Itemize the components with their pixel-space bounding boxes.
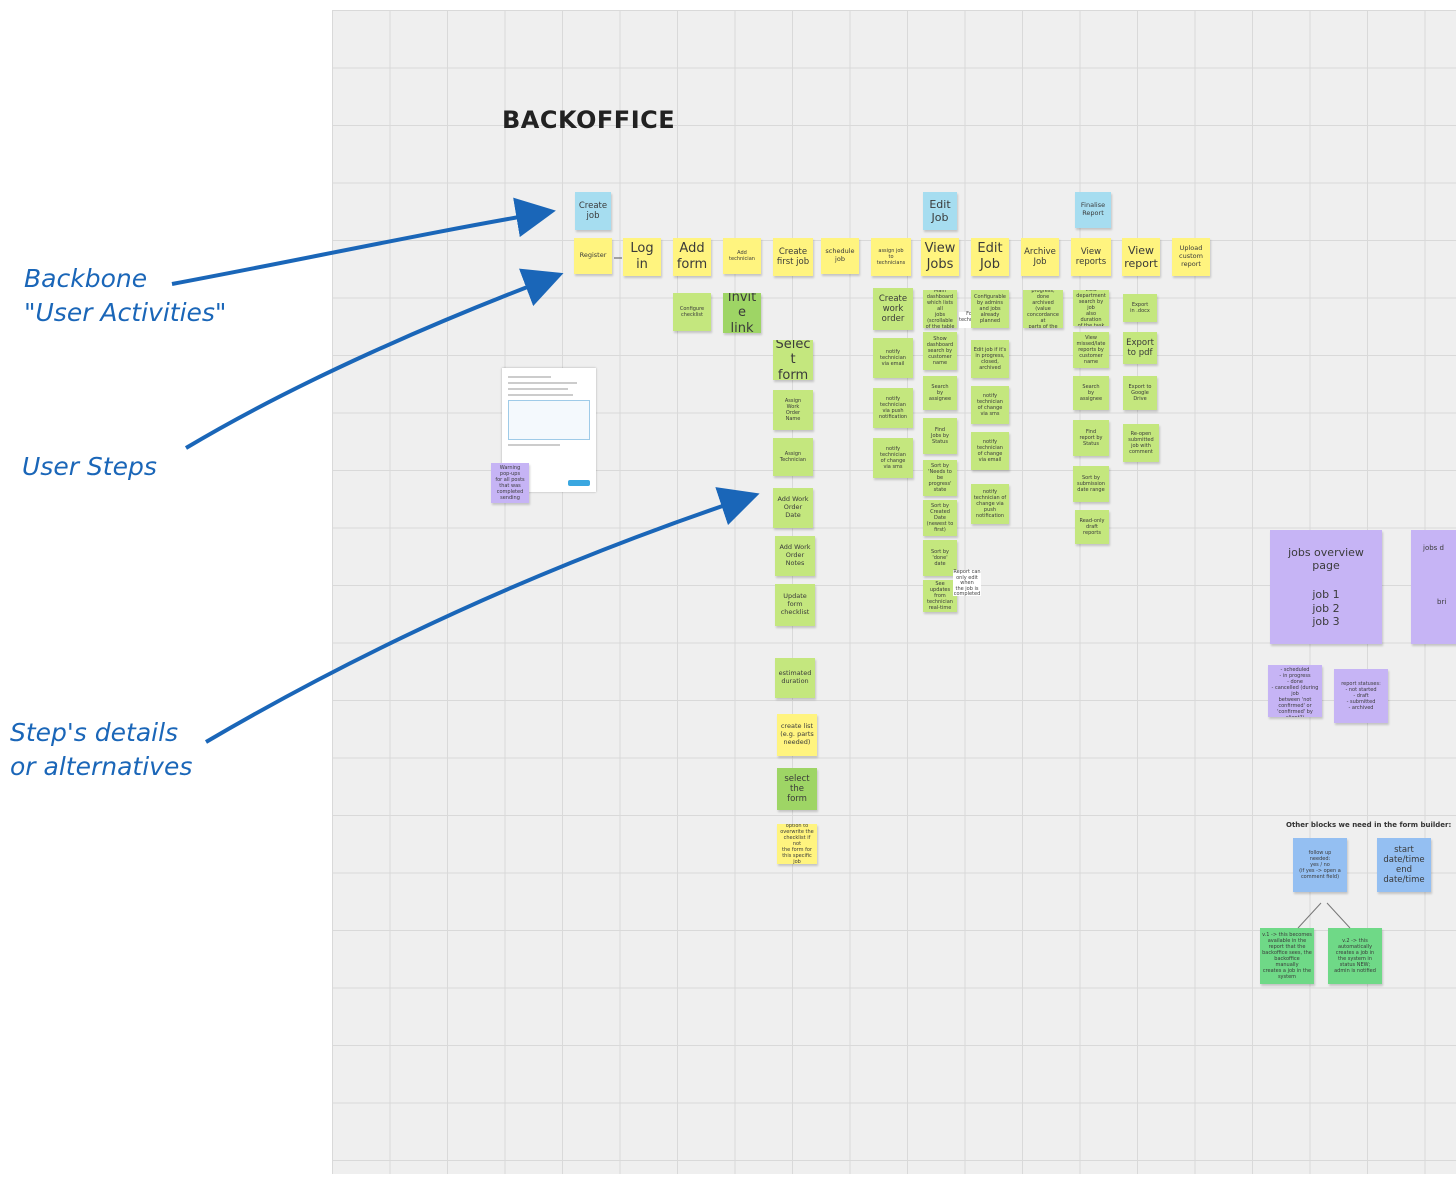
detail-find-report-by-status[interactable]: Find report by Status bbox=[1073, 420, 1109, 456]
step-add-form[interactable]: Add form bbox=[673, 238, 711, 276]
detail-view-department[interactable]: View department search by job also durat… bbox=[1073, 290, 1109, 326]
report-statuses-note[interactable]: report statuses: - not started - draft -… bbox=[1334, 669, 1388, 723]
mockup-panel bbox=[508, 400, 590, 440]
detail-edit-notify-push[interactable]: notify technician of change via push not… bbox=[971, 484, 1009, 524]
detail-edit-notify-email[interactable]: notify technician of change via email bbox=[971, 432, 1009, 470]
detail-notify-via-email[interactable]: notify technician via email bbox=[873, 338, 913, 378]
detail-notify-via-sms[interactable]: notify technician of change via sms bbox=[873, 438, 913, 478]
detail-create-list[interactable]: create list (e.g. parts needed) bbox=[777, 714, 817, 756]
detail-sort-by-done-date[interactable]: Sort by 'done' date bbox=[923, 540, 957, 576]
detail-configurable-by-admins[interactable]: Configurable by admins and jobs already … bbox=[971, 290, 1009, 328]
detail-edit-notify-sms[interactable]: notify technician of change via sms bbox=[971, 386, 1009, 424]
activity-finalise-report[interactable]: Finalise Report bbox=[1075, 192, 1111, 228]
activity-edit-job[interactable]: Edit Job bbox=[923, 192, 957, 230]
detail-overwrite-checklist[interactable]: option to overwrite the checklist if not… bbox=[777, 824, 817, 864]
step-archive-job[interactable]: Archive Job bbox=[1021, 238, 1059, 276]
detail-assign-technician[interactable]: Assign Technician bbox=[773, 438, 813, 476]
detail-find-jobs-by-status[interactable]: Find Jobs by Status bbox=[923, 418, 957, 454]
detail-configure-checklist[interactable]: Configure checklist bbox=[673, 293, 711, 331]
jobs-overview-note[interactable]: jobs overview page job 1 job 2 job 3 bbox=[1270, 530, 1382, 644]
detail-add-work-order-notes[interactable]: Add Work Order Notes bbox=[775, 536, 815, 576]
detail-create-work-order[interactable]: Create work order bbox=[873, 288, 913, 330]
step-assign-job[interactable]: assign job to technicians bbox=[871, 238, 911, 276]
other-blocks-label: Other blocks we need in the form builder… bbox=[1286, 821, 1452, 829]
detail-estimated-duration[interactable]: estimated duration bbox=[775, 658, 815, 698]
followup-block-note[interactable]: follow up needed: yes / no (if yes -> op… bbox=[1293, 838, 1347, 892]
step-upload-custom-report[interactable]: Upload custom report bbox=[1172, 238, 1210, 276]
detail-see-updates[interactable]: See updates from technician real-time bbox=[923, 580, 957, 612]
detail-sort-by-progress[interactable]: Sort by 'Needs to be progress' state bbox=[923, 460, 957, 496]
detail-export-docx[interactable]: Export in .docx bbox=[1123, 294, 1157, 322]
jobs-detail-note-partial[interactable]: jobs d bri bbox=[1411, 530, 1456, 644]
mockup-purple-note[interactable]: Warning pop-ups for all posts that was c… bbox=[491, 463, 529, 503]
detail-edit-job-in-progress[interactable]: Edit job if it's in progress, closed, ar… bbox=[971, 340, 1009, 378]
activity-create-job[interactable]: Create job bbox=[575, 192, 611, 230]
step-add-technician[interactable]: Add technician bbox=[723, 238, 761, 274]
step-register[interactable]: Register bbox=[574, 238, 612, 274]
detail-export-google-drive[interactable]: Export to Google Drive bbox=[1123, 376, 1157, 410]
step-schedule-job[interactable]: schedule job bbox=[821, 238, 859, 274]
detail-reopen-submitted[interactable]: Re-open submitted job with comment bbox=[1123, 424, 1159, 462]
outcome-v1-note[interactable]: v.1 -> this becomes available in the rep… bbox=[1260, 928, 1314, 984]
step-edit-job[interactable]: Edit Job bbox=[971, 238, 1009, 276]
detail-assign-work-order-name[interactable]: Assign Work Order Name bbox=[773, 390, 813, 430]
detail-notify-via-push[interactable]: notify technician via push notification bbox=[873, 388, 913, 428]
annotation-backbone: Backbone "User Activities" bbox=[24, 264, 227, 327]
step-view-report[interactable]: View report bbox=[1122, 238, 1160, 276]
detail-archive-edit[interactable]: Edit job if it's in progress, done archi… bbox=[1023, 290, 1063, 328]
annotation-user-steps: User Steps bbox=[22, 452, 157, 481]
outcome-v2-note[interactable]: v.2 -> this automatically creates a job … bbox=[1328, 928, 1382, 984]
detail-sort-by-created-date[interactable]: Sort by Created Date (newest to first) bbox=[923, 500, 957, 536]
step-create-first-job[interactable]: Create first job bbox=[773, 238, 813, 276]
story-map-board[interactable]: BACKOFFICE Create job Edit Job Finalise … bbox=[332, 10, 1456, 1174]
job-statuses-note[interactable]: job statuses: - new - scheduled - in pro… bbox=[1268, 665, 1322, 717]
detail-reports-search-assignee[interactable]: Search by assignee bbox=[1073, 376, 1109, 410]
detail-sort-by-submission[interactable]: Sort by submission date range bbox=[1073, 466, 1109, 502]
detail-search-by-assignee[interactable]: Search by assignee bbox=[923, 376, 957, 410]
date-time-block-note[interactable]: start date/time end date/time bbox=[1377, 838, 1431, 892]
detail-select-form[interactable]: Select form bbox=[773, 340, 813, 380]
detail-read-only-drafts[interactable]: Read-only draft reports bbox=[1075, 510, 1109, 544]
detail-view-missed-reports[interactable]: View missed/late reports by customer nam… bbox=[1073, 332, 1109, 368]
mockup-button bbox=[568, 480, 590, 486]
annotation-step-details: Step's details or alternatives bbox=[10, 718, 193, 781]
step-log-in[interactable]: Log in bbox=[623, 238, 661, 276]
report-edit-label: Report can only edit when the job is com… bbox=[953, 569, 981, 597]
detail-update-form-checklist[interactable]: Update form checklist bbox=[775, 584, 815, 626]
step-view-reports[interactable]: View reports bbox=[1071, 238, 1111, 276]
detail-add-work-order-date[interactable]: Add Work Order Date bbox=[773, 488, 813, 528]
detail-export-pdf[interactable]: Export to pdf bbox=[1123, 332, 1157, 364]
detail-main-dashboard[interactable]: Main dashboard which lists all jobs (scr… bbox=[923, 290, 957, 328]
detail-search-by-customer[interactable]: Show dashboard search by customer name bbox=[923, 332, 957, 370]
detail-select-the-form[interactable]: select the form bbox=[777, 768, 817, 810]
board-title: BACKOFFICE bbox=[502, 106, 676, 134]
step-view-jobs[interactable]: View Jobs bbox=[921, 238, 959, 276]
detail-invite-link[interactable]: Invite link bbox=[723, 293, 761, 333]
